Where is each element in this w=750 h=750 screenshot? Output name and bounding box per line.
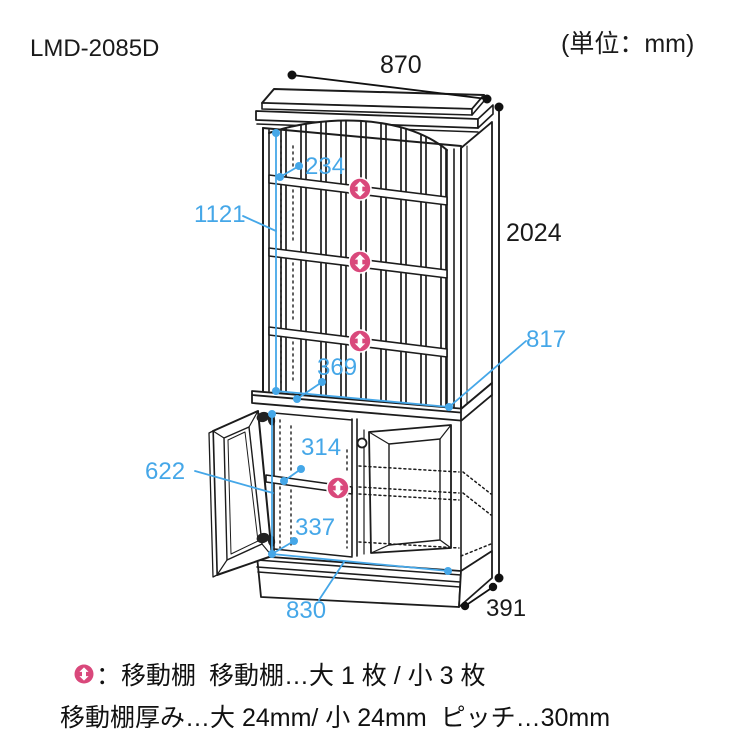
top-shelf-gap-label: 234: [305, 153, 346, 180]
upper-cabinet: [255, 88, 494, 410]
lower-shelf-gap-lower-label: 337: [295, 514, 336, 541]
depth-dim-label: 391: [486, 595, 527, 622]
top-shelf-gap-dim: [276, 162, 303, 181]
depth-dim-line: [460, 582, 498, 611]
lower-pin-holes: [279, 419, 348, 549]
dimension-lines-blue: [194, 129, 527, 601]
hidden-shelf-lines: [358, 465, 492, 557]
counter-depth-label: 369: [317, 354, 358, 381]
upper-interior-width-label: 817: [526, 326, 567, 353]
movable-shelf-legend-icon: [74, 664, 94, 684]
counter-board: [251, 382, 493, 422]
legend-shelf-count: 移動棚…大 1 枚 / 小 3 枚: [209, 662, 486, 690]
model-number-label: LMD-2085D: [30, 35, 160, 62]
lower-interior-height-label: 622: [145, 458, 186, 485]
upper-pin-holes: [280, 139, 294, 387]
lower-shelf-gap-lower-dim: [271, 537, 298, 555]
lower-shelf-gap-upper-dim: [280, 465, 305, 485]
legend-icon-label: ：移動棚: [96, 662, 197, 690]
legend-line-2: 移動棚厚み…大 24mm/ 小 24mm ピッチ…30mm: [60, 698, 610, 734]
lower-cabinet: [256, 394, 493, 608]
counter-depth-dim: [293, 378, 326, 403]
height-dim-line: [494, 102, 504, 583]
width-dim-label: 870: [380, 51, 422, 79]
left-door-open: [208, 410, 276, 578]
legend-thickness-pitch: 移動棚厚み…大 24mm/ 小 24mm ピッチ…30mm: [60, 704, 611, 732]
width-dim-line: [287, 70, 492, 104]
door-knob: [356, 437, 368, 449]
dimension-lines-black: [287, 70, 504, 611]
height-dim-label: 2024: [506, 219, 562, 247]
unit-note-label: (単位：mm): [561, 30, 695, 58]
lower-interior-width-dim: [271, 553, 452, 601]
lower-shelf-gap-upper-label: 314: [301, 434, 342, 461]
lower-interior-width-label: 830: [286, 597, 327, 624]
upper-interior-height-label: 1121: [194, 201, 246, 228]
legend-line-1: ：移動棚 移動棚…大 1 枚 / 小 3 枚: [73, 656, 485, 692]
